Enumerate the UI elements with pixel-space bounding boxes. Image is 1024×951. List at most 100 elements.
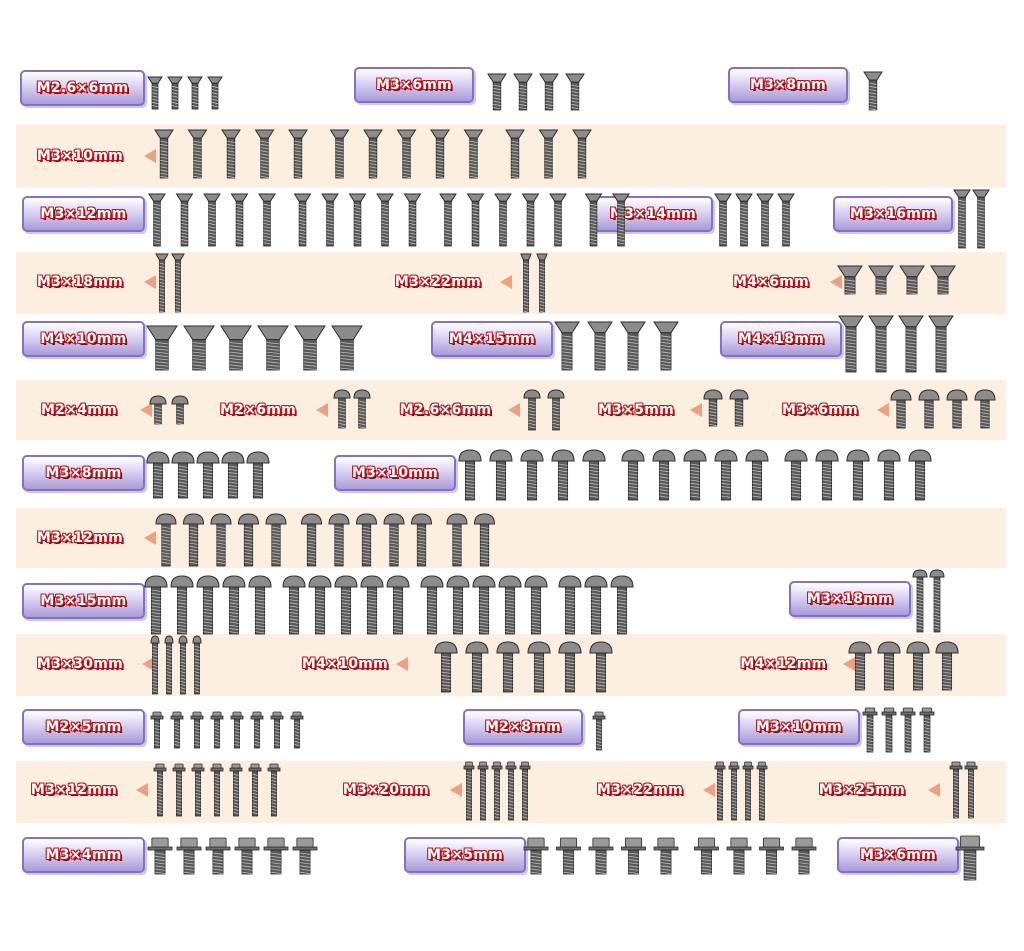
- button-screw: [912, 569, 928, 633]
- button-screw: [171, 451, 195, 499]
- button-screw: [815, 449, 839, 501]
- button-screw: [334, 575, 358, 635]
- countersunk-screw: [187, 76, 203, 110]
- countersunk-screw: [868, 315, 894, 373]
- button-screw: [714, 449, 738, 501]
- button-screw: [848, 641, 872, 691]
- size-label: M2×4mm: [40, 402, 118, 418]
- countersunk-screw: [175, 193, 194, 247]
- button-screw: [974, 389, 996, 429]
- countersunk-screw: [148, 193, 166, 247]
- flange-screw: [694, 837, 719, 875]
- size-label: M3×18mm: [789, 581, 911, 617]
- countersunk-screw: [376, 193, 394, 247]
- countersunk-screw: [254, 129, 275, 179]
- countersunk-screw: [505, 129, 525, 179]
- button-screw: [582, 449, 606, 501]
- arrow-left-icon: [144, 531, 156, 545]
- flange-screw: [862, 707, 878, 753]
- flange-screw: [592, 711, 606, 751]
- countersunk-screw: [171, 253, 185, 313]
- size-label: M2.6×6mm: [20, 70, 145, 106]
- flange-screw: [150, 711, 164, 749]
- button-screw: [524, 575, 548, 635]
- countersunk-screw: [520, 253, 532, 313]
- button-screw: [935, 641, 959, 691]
- button-screw: [877, 449, 901, 501]
- button-screw: [155, 513, 177, 567]
- button-screw: [906, 641, 930, 691]
- size-label: M2×5mm: [22, 709, 145, 745]
- countersunk-screw: [494, 193, 512, 247]
- button-screw: [170, 575, 194, 635]
- button-screw: [221, 451, 245, 499]
- countersunk-screw: [258, 193, 276, 247]
- size-label: M3×5mm: [597, 402, 675, 418]
- button-screw: [192, 635, 202, 695]
- size-label: M3×4mm: [22, 837, 145, 873]
- size-label: M3×6mm: [781, 402, 859, 418]
- countersunk-screw: [554, 321, 580, 371]
- button-screw: [465, 641, 489, 693]
- size-label: M4×10mm: [22, 321, 145, 357]
- countersunk-screw: [403, 193, 422, 247]
- size-label: M3×15mm: [22, 583, 145, 619]
- flange-screw: [191, 763, 205, 817]
- flange-screw: [147, 837, 173, 875]
- size-label: M2×6mm: [219, 402, 297, 418]
- button-screw: [144, 575, 168, 635]
- countersunk-screw: [777, 193, 795, 247]
- countersunk-screw: [521, 193, 540, 247]
- arrow-left-icon: [843, 657, 855, 671]
- button-screw: [383, 513, 405, 567]
- size-label: M4×10mm: [301, 656, 389, 672]
- countersunk-screw: [230, 193, 249, 247]
- countersunk-screw: [154, 129, 174, 179]
- flange-screw: [519, 761, 531, 821]
- button-screw: [222, 575, 246, 635]
- countersunk-screw: [463, 129, 484, 179]
- size-label: M3×5mm: [404, 837, 526, 873]
- flange-screw: [250, 711, 264, 749]
- button-screw: [890, 389, 912, 429]
- button-screw: [584, 575, 608, 635]
- countersunk-screw: [363, 129, 383, 179]
- arrow-left-icon: [703, 783, 715, 797]
- countersunk-screw: [612, 193, 630, 247]
- flange-screw: [463, 761, 475, 821]
- button-screw: [496, 641, 520, 693]
- flange-screw: [556, 837, 581, 875]
- button-screw: [610, 575, 634, 635]
- countersunk-screw: [539, 73, 559, 111]
- button-screw: [196, 575, 220, 635]
- countersunk-screw: [972, 189, 990, 249]
- flange-screw: [176, 837, 202, 875]
- button-screw: [420, 575, 444, 635]
- flange-screw: [205, 837, 231, 875]
- countersunk-screw: [620, 321, 646, 371]
- countersunk-screw: [898, 315, 924, 373]
- band-row-8: [16, 508, 1006, 568]
- button-screw: [182, 513, 205, 567]
- button-screw: [523, 389, 541, 431]
- countersunk-screw: [899, 265, 925, 295]
- size-label: M3×14mm: [593, 196, 713, 232]
- button-screw: [146, 451, 170, 499]
- flange-screw: [881, 707, 897, 753]
- flange-screw: [263, 837, 289, 875]
- flange-screw: [919, 707, 935, 753]
- button-screw: [446, 575, 470, 635]
- countersunk-screw: [549, 193, 567, 247]
- button-screw: [520, 449, 544, 501]
- size-label: M3×8mm: [22, 455, 145, 491]
- flange-screw: [742, 761, 754, 821]
- button-screw: [946, 389, 968, 429]
- button-screw: [308, 575, 332, 635]
- button-screw: [328, 513, 350, 567]
- countersunk-screw: [565, 73, 585, 111]
- countersunk-screw: [288, 129, 308, 179]
- button-screw: [386, 575, 410, 635]
- flange-screw: [190, 711, 204, 749]
- countersunk-screw: [221, 129, 241, 179]
